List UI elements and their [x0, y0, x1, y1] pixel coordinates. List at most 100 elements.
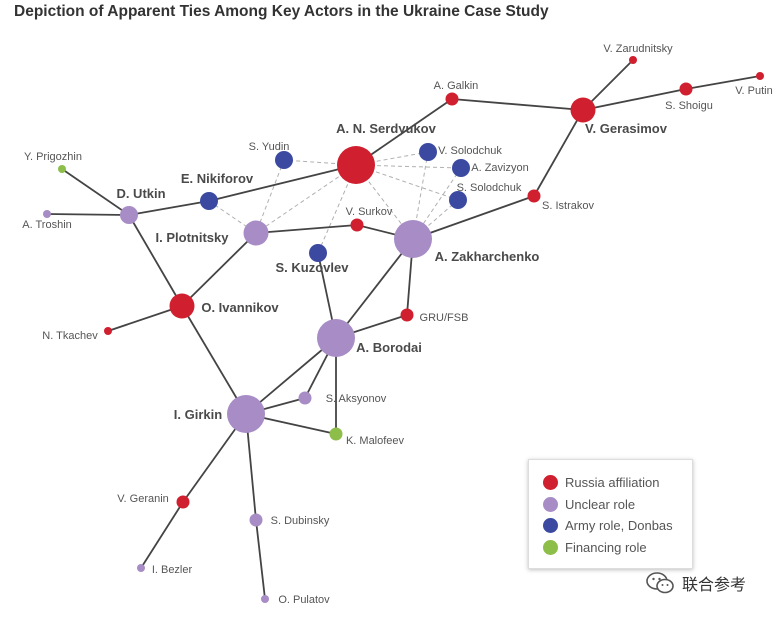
node-zavizyon [452, 159, 470, 177]
node-nikiforov [200, 192, 218, 210]
node-pulatov [261, 595, 269, 603]
edge-galkin-gerasimov [451, 98, 584, 111]
legend: Russia affiliation Unclear role Army rol… [528, 459, 693, 569]
watermark-text: 联合参考 [682, 575, 747, 594]
dashed-edge-syudin-plotnitsky [255, 159, 285, 234]
edge-layer [46, 59, 761, 600]
node-zarudnitsky [629, 56, 637, 64]
legend-swatch-russia [543, 474, 558, 490]
node-plotnitsky [243, 220, 269, 246]
edge-troshin-utkin [46, 213, 130, 216]
node-ivannikov [169, 293, 195, 319]
node-label-malofeev: K. Malofeev [346, 435, 405, 447]
node-label-plotnitsky: I. Plotnitsky [156, 230, 230, 245]
node-label-putin: V. Putin [735, 85, 773, 97]
node-label-borodai: A. Borodai [356, 340, 422, 355]
node-geranin [176, 495, 190, 509]
node-troshin [43, 210, 51, 218]
dashed-edge-serdyukov-plotnitsky [255, 164, 357, 234]
node-vsolodchuk [419, 143, 437, 161]
node-label-zavizyon: A. Zavizyon [471, 162, 528, 174]
legend-item-army: Army role, Donbas [543, 515, 673, 535]
node-ssolodchuk [449, 191, 467, 209]
node-label-surkov: V. Surkov [346, 206, 393, 218]
edge-galkin-serdyukov [355, 98, 453, 166]
node-label-ssolodchuk: S. Solodchuk [457, 182, 522, 194]
node-label-kuzovlev: S. Kuzovlev [276, 260, 350, 275]
legend-swatch-financing [543, 539, 558, 555]
dashed-edge-serdyukov-syudin [283, 159, 357, 166]
node-label-tkachev: N. Tkachev [42, 330, 98, 342]
edge-ivannikov-girkin [181, 305, 247, 415]
node-borodai [317, 319, 355, 357]
legend-label: Financing role [565, 539, 647, 555]
node-label-girkin: I. Girkin [174, 407, 222, 422]
edge-utkin-ivannikov [128, 214, 183, 307]
node-label-ivannikov: O. Ivannikov [201, 300, 279, 315]
node-zakharchenko [394, 220, 432, 258]
legend-swatch-army [543, 517, 558, 533]
node-label-shoigu: S. Shoigu [665, 100, 713, 112]
node-label-istrakov: S. Istrakov [542, 200, 594, 212]
node-surkov [350, 218, 364, 232]
node-galkin [445, 92, 459, 106]
node-label-gerasimov: V. Gerasimov [585, 121, 668, 136]
node-aksyonov [298, 391, 312, 405]
node-label-serdyukov: A. N. Serdyukov [336, 121, 436, 136]
node-label-nikiforov: E. Nikiforov [181, 171, 254, 186]
node-putin [756, 72, 764, 80]
node-bezler [137, 564, 145, 572]
node-prigozhin [58, 165, 66, 173]
node-label-gru: GRU/FSB [420, 312, 469, 324]
node-label-pulatov: O. Pulatov [278, 594, 330, 606]
legend-label: Russia affiliation [565, 474, 660, 490]
node-label-prigozhin: Y. Prigozhin [24, 151, 82, 163]
node-label-troshin: A. Troshin [22, 219, 72, 231]
edge-utkin-nikiforov [128, 200, 210, 216]
node-kuzovlev [309, 244, 327, 262]
chart-title: Depiction of Apparent Ties Among Key Act… [14, 3, 549, 20]
node-dubinsky [249, 513, 263, 527]
edge-zakharchenko-borodai [335, 238, 414, 339]
node-shoigu [679, 82, 693, 96]
node-label-geranin: V. Geranin [117, 493, 169, 505]
legend-label: Army role, Donbas [565, 517, 673, 533]
node-serdyukov [337, 146, 375, 184]
edge-gerasimov-shoigu [582, 88, 687, 111]
node-utkin [120, 206, 138, 224]
legend-item-financing: Financing role [543, 537, 647, 557]
node-label-utkin: D. Utkin [116, 186, 165, 201]
edge-plotnitsky-ivannikov [181, 232, 257, 307]
node-girkin [227, 395, 265, 433]
edge-prigozhin-utkin [61, 168, 130, 216]
node-label-dubinsky: S. Dubinsky [271, 515, 330, 527]
legend-label: Unclear role [565, 496, 636, 512]
node-label-zakharchenko: A. Zakharchenko [435, 249, 540, 264]
watermark: 联合参考 [646, 571, 746, 595]
legend-swatch-unclear [543, 496, 558, 512]
edge-shoigu-putin [685, 75, 761, 90]
dashed-edge-nikiforov-plotnitsky [208, 200, 257, 234]
edge-gerasimov-istrakov [533, 109, 584, 197]
edge-nikiforov-serdyukov [208, 164, 357, 202]
edge-dubinsky-pulatov [255, 519, 266, 600]
edge-istrakov-zakharchenko [412, 195, 535, 240]
edge-plotnitsky-surkov [255, 224, 358, 234]
dashed-edge-serdyukov-vsolodchuk [355, 151, 429, 166]
edge-geranin-bezler [140, 501, 184, 569]
node-tkachev [104, 327, 112, 335]
node-label-vsolodchuk: V. Solodchuk [438, 145, 502, 157]
node-malofeev [329, 427, 343, 441]
node-syudin [275, 151, 293, 169]
node-istrakov [527, 189, 541, 203]
node-gerasimov [570, 97, 596, 123]
node-label-galkin: A. Galkin [434, 80, 479, 92]
edge-borodai-girkin [245, 337, 337, 415]
legend-item-unclear: Unclear role [543, 494, 635, 514]
wechat-icon [646, 572, 674, 594]
node-layer [43, 56, 764, 603]
node-label-syudin: S. Yudin [249, 141, 290, 153]
legend-item-russia: Russia affiliation [543, 472, 659, 492]
